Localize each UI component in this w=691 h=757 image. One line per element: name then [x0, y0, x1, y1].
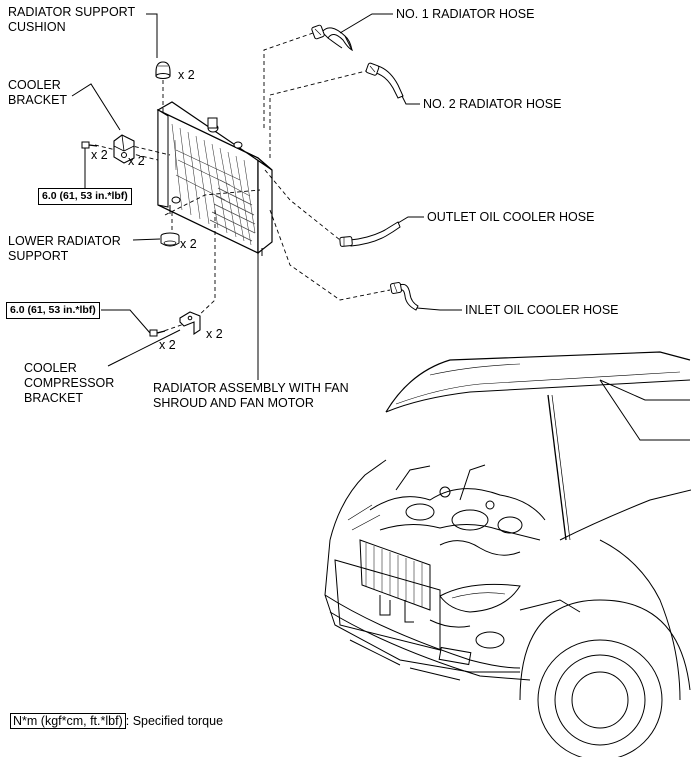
compressor-bracket-quantity: x 2: [206, 327, 223, 341]
torque-spec-upper: 6.0 (61, 53 in.*lbf): [38, 188, 132, 205]
label-line: BRACKET: [8, 93, 68, 107]
label-line: SHROUD AND FAN MOTOR: [153, 396, 314, 410]
inlet-oil-cooler-hose-part: [390, 282, 419, 311]
leader-lines: [71, 13, 462, 380]
torque-legend: N*m (kgf*cm, ft.*lbf): Specified torque: [10, 713, 223, 729]
cooler-bracket-part: [113, 134, 135, 164]
no2-radiator-hose-label: NO. 2 RADIATOR HOSE: [423, 97, 562, 111]
legend-unit-box: N*m (kgf*cm, ft.*lbf): [10, 713, 126, 729]
compressor-bolt-quantity: x 2: [159, 338, 176, 352]
label-line: CUSHION: [8, 20, 66, 34]
lower-radiator-support-part: [160, 232, 180, 247]
radiator-assembly: [156, 101, 273, 256]
outlet-oil-cooler-hose-label: OUTLET OIL COOLER HOSE: [427, 210, 595, 224]
no1-radiator-hose-label: NO. 1 RADIATOR HOSE: [396, 7, 535, 21]
bracket-quantity: x 2: [128, 154, 145, 168]
torque-spec-lower: 6.0 (61, 53 in.*lbf): [6, 302, 100, 319]
cooler-compressor-bracket-part: [179, 311, 201, 336]
label-line: SUPPORT: [8, 249, 69, 263]
radiator-assembly-label: RADIATOR ASSEMBLY WITH FAN SHROUD AND FA…: [153, 381, 349, 411]
legend-description: : Specified torque: [125, 714, 224, 728]
label-line: LOWER RADIATOR: [8, 234, 121, 248]
bracket-bolt-part: [81, 141, 98, 175]
lower-support-quantity: x 2: [180, 237, 197, 251]
bracket-bolt-quantity: x 2: [91, 148, 108, 162]
cushion-quantity: x 2: [178, 68, 195, 82]
cooler-bracket-label: COOLER BRACKET: [8, 78, 67, 108]
label-line: RADIATOR ASSEMBLY WITH FAN: [153, 381, 349, 395]
label-line: COOLER: [8, 78, 61, 92]
no2-radiator-hose-part: [365, 62, 404, 99]
radiator-support-cushion-part: [155, 61, 171, 79]
compressor-bolt-part: [149, 329, 166, 337]
no1-radiator-hose-part: [311, 24, 354, 52]
dashed-guide-lines: [94, 32, 391, 334]
label-line: COMPRESSOR: [24, 376, 115, 390]
radiator-support-cushion-label: RADIATOR SUPPORT CUSHION: [8, 5, 135, 35]
cooler-compressor-bracket-label: COOLER COMPRESSOR BRACKET: [24, 361, 114, 406]
label-line: BRACKET: [24, 391, 84, 405]
inlet-oil-cooler-hose-label: INLET OIL COOLER HOSE: [465, 303, 619, 317]
label-line: COOLER: [24, 361, 77, 375]
vehicle-front-illustration: [324, 351, 691, 757]
label-line: RADIATOR SUPPORT: [8, 5, 136, 19]
lower-radiator-support-label: LOWER RADIATOR SUPPORT: [8, 234, 121, 264]
outlet-oil-cooler-hose-part: [339, 221, 401, 247]
